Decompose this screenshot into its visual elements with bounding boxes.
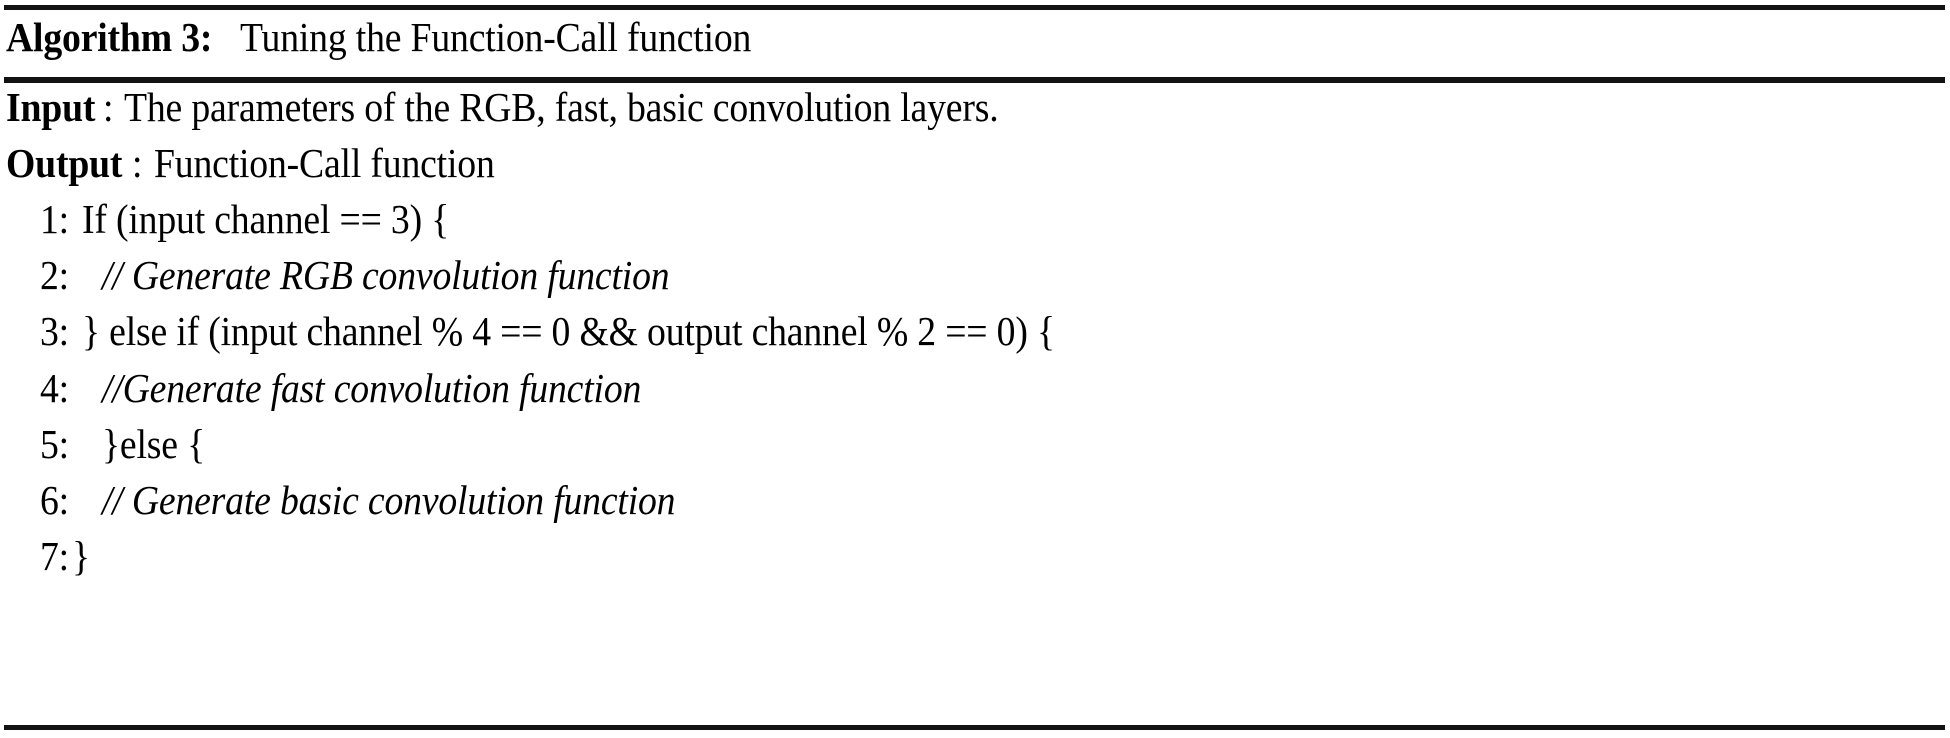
step-gap [72,196,81,242]
step-number: 2: [40,252,69,298]
step-text: } [71,533,90,579]
rule-bottom [4,725,1945,730]
step-number: 4: [40,365,69,411]
output-text: Function-Call function [153,140,495,186]
step-gap [72,421,100,467]
step-gap [72,477,100,523]
step-text: } else if (input channel % 4 == 0 && out… [81,308,1055,354]
step-number: 1: [40,196,69,242]
input-text: The parameters of the RGB, fast, basic c… [124,84,999,130]
algorithm-step-1: 1: If (input channel == 3) { [40,196,481,242]
step-gap [72,308,81,354]
output-label: Output [6,140,123,186]
step-text: }else { [101,421,205,467]
output-separator: : [132,140,152,186]
step-gap [72,252,100,298]
step-text: //Generate fast convolution function [101,365,641,411]
step-gap [72,365,100,411]
algorithm-step-5: 5: }else { [40,421,214,467]
rule-under-title [4,77,1945,83]
algorithm-step-6: 6: // Generate basic convolution functio… [40,477,725,523]
step-number: 6: [40,477,69,523]
input-label: Input [6,84,96,130]
rule-top [4,5,1945,10]
step-text: // Generate RGB convolution function [101,252,670,298]
algorithm-number-label: Algorithm 3: [6,14,213,60]
algorithm-title-text: Tuning the Function-Call function [240,14,752,60]
step-text: // Generate basic convolution function [101,477,676,523]
step-number: 3: [40,308,69,354]
algorithm-step-4: 4: //Generate fast convolution function [40,365,688,411]
algorithm-step-2: 2: // Generate RGB convolution function [40,252,718,298]
step-text: If (input channel == 3) { [81,196,449,242]
step-number: 7: [40,533,69,579]
step-number: 5: [40,421,69,467]
input-separator: : [103,84,123,130]
algorithm-step-7: 7: } [40,533,91,579]
algorithm-step-3: 3: } else if (input channel % 4 == 0 && … [40,308,1139,354]
algorithm-title: Algorithm 3: Tuning the Function-Call fu… [6,14,796,72]
output-line: Output : Function-Call function [6,140,524,186]
input-line: Input : The parameters of the RGB, fast,… [6,84,1075,130]
